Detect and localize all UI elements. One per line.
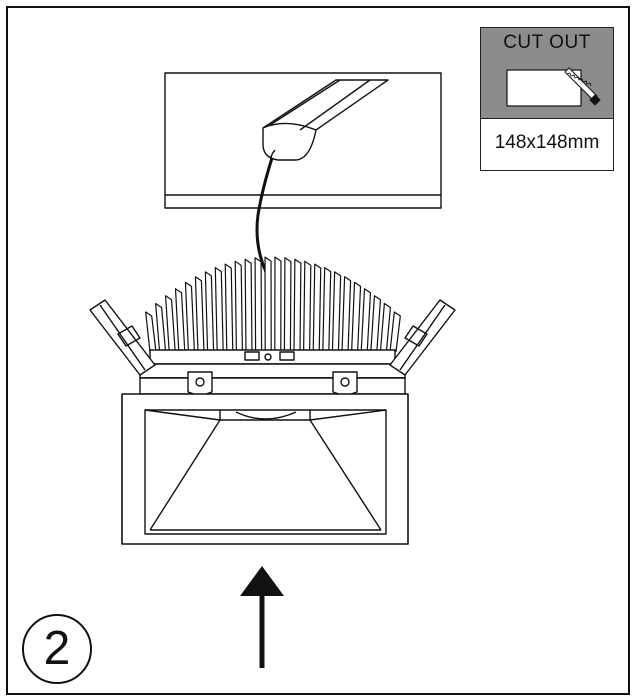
heatsink-fin [164,295,176,353]
heatsink-fin [274,256,282,353]
heatsink-fin [184,281,195,353]
heatsink-fin [204,271,215,353]
diagram-frame [6,6,630,695]
heatsink-fin [145,311,157,353]
cutout-panel: CUT OUT 148x148mm [480,27,614,171]
heatsink-fin [379,302,391,353]
heatsink-fin [360,288,372,353]
heatsink-fin [234,260,243,353]
heatsink-fin [293,258,302,353]
arrow-up-icon [240,566,284,668]
left-mounting-tab [187,371,213,397]
heatsink-fin [214,267,224,353]
heatsink-fin [174,288,186,353]
heatsink-fin [244,258,253,353]
cutout-size: 148x148mm [494,132,600,153]
heatsink-fin [341,276,352,353]
step-number-badge: 2 [22,614,92,684]
cutout-header: CUT OUT [481,28,613,119]
heatsink-fin [351,281,362,353]
heatsink-fin [264,256,272,353]
heatsink-fin [224,263,234,353]
heatsink-base [139,349,406,395]
heatsink-fin [370,295,382,353]
right-mounting-tab [332,371,358,397]
ceiling-panel [164,72,442,209]
step-number: 2 [43,622,71,675]
heatsink-fin [312,263,322,353]
power-cable [255,157,274,273]
heatsink-fin [155,302,167,353]
heatsink-fin [389,311,401,353]
saw-icon [506,67,601,107]
heatsink-fin [322,267,332,353]
heatsink [145,256,401,353]
square-trim [121,393,409,545]
left-spring-clip [89,299,156,376]
heatsink-fin [331,271,342,353]
heatsink-fin [283,257,292,353]
heatsink-fin [194,276,205,353]
heatsink-fin [254,257,263,353]
heatsink-fin [303,260,312,353]
cutout-title: CUT OUT [503,32,591,53]
right-spring-clip [389,299,456,376]
